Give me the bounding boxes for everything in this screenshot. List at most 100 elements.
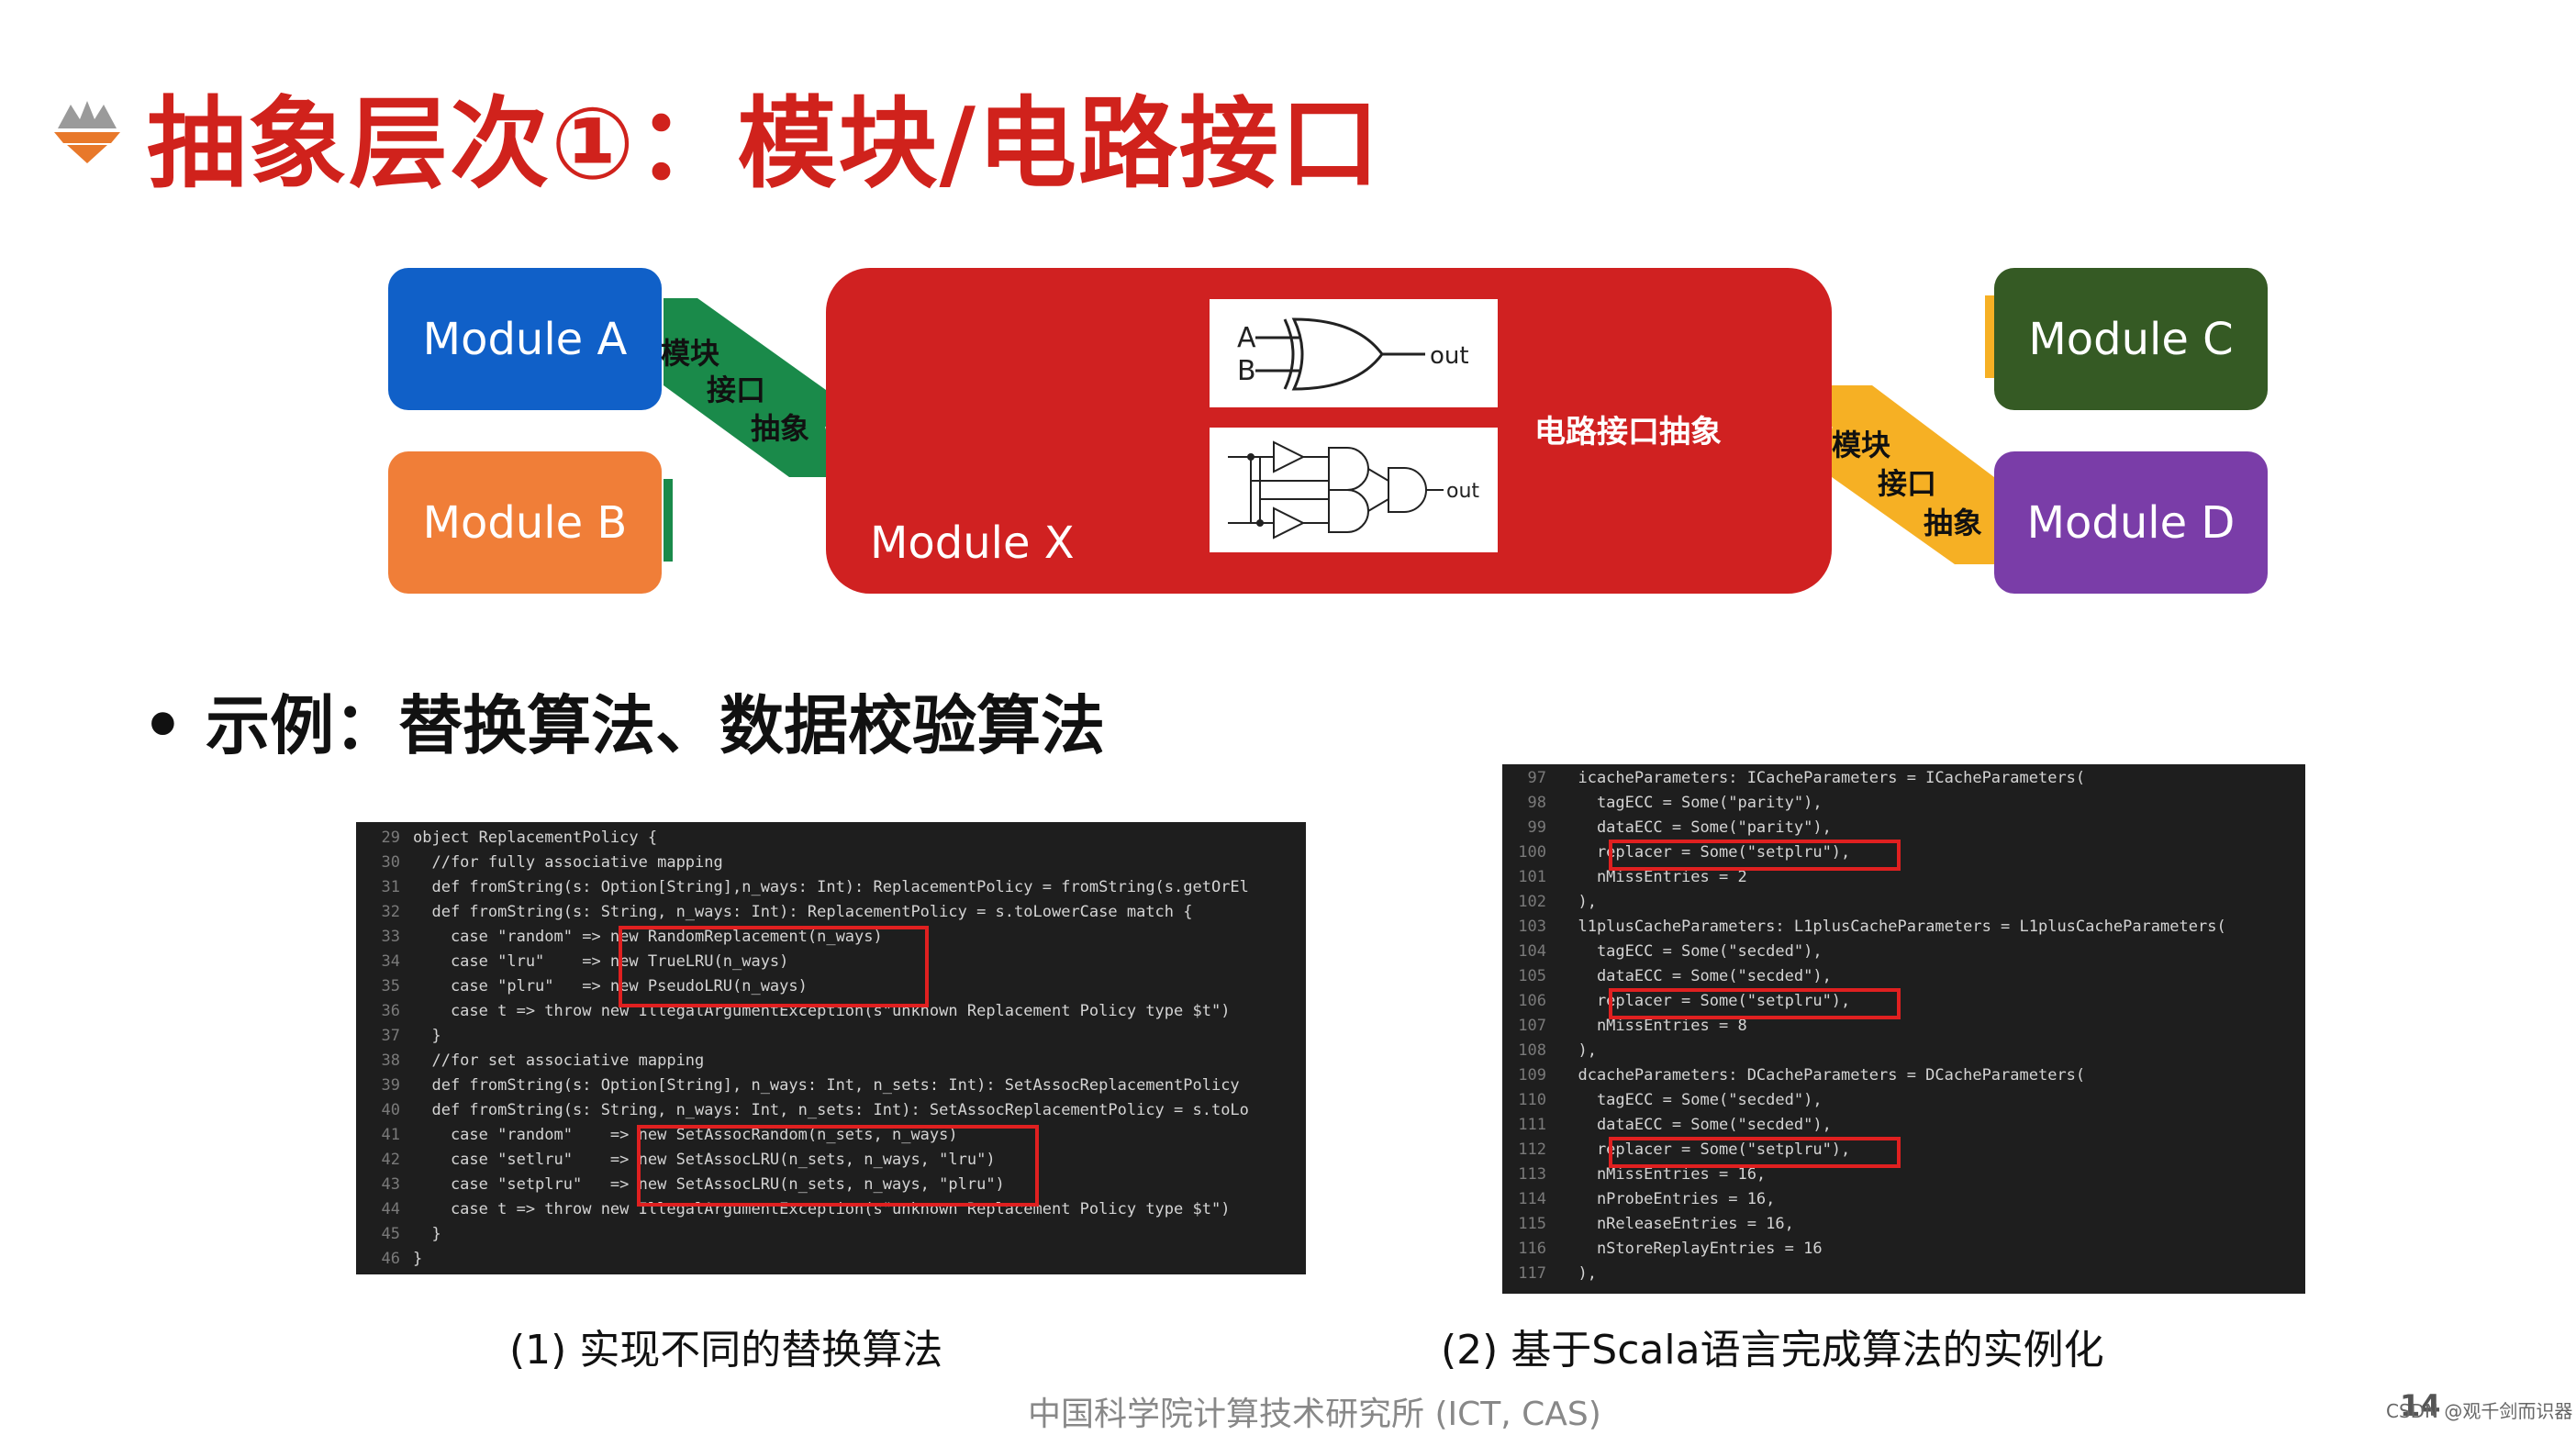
- line-number: 117: [1518, 1264, 1546, 1283]
- module-b-connector-stub: [664, 479, 673, 562]
- line-number: 111: [1518, 1116, 1546, 1134]
- code-text: //for fully associative mapping: [413, 853, 723, 872]
- watermark: CSDN @观千剑而识器: [2386, 1400, 2573, 1422]
- code-text: icacheParameters: ICacheParameters = ICa…: [1559, 769, 2086, 787]
- xor-gate-panel: A B out: [1210, 299, 1498, 407]
- line-number: 108: [1518, 1041, 1546, 1060]
- line-number: 107: [1518, 1017, 1546, 1035]
- example-bullet: • 示例：替换算法、数据校验算法: [142, 688, 1106, 763]
- code-text: ),: [1559, 893, 1597, 911]
- code-text: nMissEntries = 2: [1559, 868, 1747, 886]
- code-line: 117 ),: [1502, 1262, 2305, 1286]
- code-line: 45 }: [356, 1222, 1306, 1247]
- code-text: replacer = Some("setplru"),: [1559, 843, 1851, 862]
- line-number: 34: [381, 952, 400, 971]
- line-number: 37: [381, 1027, 400, 1045]
- logic-circuit-panel: out: [1210, 428, 1498, 552]
- line-number: 30: [381, 853, 400, 872]
- code-line: 42 case "setlru" => new SetAssocLRU(n_se…: [356, 1148, 1306, 1173]
- line-number: 45: [381, 1225, 400, 1243]
- code-line: 99 dataECC = Some("parity"),: [1502, 816, 2305, 840]
- code-line: 46}: [356, 1247, 1306, 1272]
- highlight-box-fully-assoc: [619, 926, 929, 1007]
- code-text: def fromString(s: String, n_ways: Int): …: [413, 903, 1193, 921]
- code-line: 104 tagECC = Some("secded"),: [1502, 940, 2305, 964]
- code-line: 30 //for fully associative mapping: [356, 851, 1306, 875]
- highlight-box-icache-replacer: [1609, 840, 1901, 871]
- code-line: 41 case "random" => new SetAssocRandom(n…: [356, 1123, 1306, 1148]
- code-text: case "lru" => new TrueLRU(n_ways): [413, 952, 789, 971]
- code-line: 106 replacer = Some("setplru"),: [1502, 989, 2305, 1014]
- circuit-interface-label: 电路接口抽象: [1534, 414, 1722, 451]
- code-line: 110 tagECC = Some("secded"),: [1502, 1088, 2305, 1113]
- caption-replacement-algorithms: (1) 实现不同的替换算法: [509, 1327, 943, 1374]
- line-number: 36: [381, 1002, 400, 1020]
- code-text: tagECC = Some("parity"),: [1559, 794, 1823, 812]
- page-number: 14: [2400, 1388, 2441, 1423]
- code-text: case "random" => new RandomReplacement(n…: [413, 928, 883, 946]
- highlight-box-dcache-replacer: [1609, 1137, 1901, 1168]
- code-text: def fromString(s: Option[String], n_ways…: [413, 1076, 1249, 1095]
- code-panel-cache-parameters: 97 icacheParameters: ICacheParameters = …: [1502, 764, 2305, 1294]
- xor-gate-icon: A B out: [1237, 317, 1469, 391]
- line-number: 109: [1518, 1066, 1546, 1085]
- code-text: dataECC = Some("secded"),: [1559, 1116, 1832, 1134]
- line-number: 115: [1518, 1215, 1546, 1233]
- code-line: 108 ),: [1502, 1039, 2305, 1063]
- line-number: 40: [381, 1101, 400, 1119]
- left-band-label-2: 接口: [707, 373, 766, 407]
- code-line: 32 def fromString(s: String, n_ways: Int…: [356, 900, 1306, 925]
- highlight-box-l1plus-replacer: [1609, 988, 1901, 1019]
- code-line: 43 case "setplru" => new SetAssocLRU(n_s…: [356, 1173, 1306, 1197]
- line-number: 38: [381, 1051, 400, 1070]
- code-text: l1plusCacheParameters: L1plusCacheParame…: [1559, 918, 2226, 936]
- module-c-connector-stub: [1985, 295, 1994, 378]
- line-number: 113: [1518, 1165, 1546, 1184]
- code-line: 114 nProbeEntries = 16,: [1502, 1187, 2305, 1212]
- logic-circuit-icon: out: [1228, 440, 1479, 540]
- code-text: ),: [1559, 1041, 1597, 1060]
- module-x-label: Module X: [870, 517, 1075, 569]
- code-line: 40 def fromString(s: String, n_ways: Int…: [356, 1098, 1306, 1123]
- line-number: 116: [1518, 1240, 1546, 1258]
- code-text: nMissEntries = 16,: [1559, 1165, 1767, 1184]
- line-number: 106: [1518, 992, 1546, 1010]
- caption-scala-instantiation: (2) 基于Scala语言完成算法的实例化: [1441, 1327, 2104, 1374]
- line-number: 43: [381, 1175, 400, 1194]
- module-b-block: Module B: [388, 451, 662, 594]
- code-text: case "setplru" => new SetAssocLRU(n_sets…: [413, 1175, 1005, 1194]
- code-text: tagECC = Some("secded"),: [1559, 1091, 1823, 1109]
- code-line: 116 nStoreReplayEntries = 16: [1502, 1237, 2305, 1262]
- line-number: 29: [381, 829, 400, 847]
- code-line: 112 replacer = Some("setplru"),: [1502, 1138, 2305, 1162]
- footer-institution: 中国科学院计算技术研究所 (ICT, CAS): [1028, 1396, 1601, 1433]
- code-text: dataECC = Some("secded"),: [1559, 967, 1832, 985]
- module-d-block: Module D: [1994, 451, 2268, 594]
- line-number: 102: [1518, 893, 1546, 911]
- code-line: 97 icacheParameters: ICacheParameters = …: [1502, 766, 2305, 791]
- code-text: ),: [1559, 1264, 1597, 1283]
- code-text: dataECC = Some("parity"),: [1559, 818, 1832, 837]
- line-number: 103: [1518, 918, 1546, 936]
- module-c-block: Module C: [1994, 268, 2268, 410]
- line-number: 46: [381, 1250, 400, 1268]
- code-line: 33 case "random" => new RandomReplacemen…: [356, 925, 1306, 950]
- code-text: }: [413, 1027, 441, 1045]
- left-band-label-3: 抽象: [751, 411, 810, 446]
- code-line: 35 case "plru" => new PseudoLRU(n_ways): [356, 974, 1306, 999]
- code-text: tagECC = Some("secded"),: [1559, 942, 1823, 961]
- line-number: 32: [381, 903, 400, 921]
- line-number: 110: [1518, 1091, 1546, 1109]
- code-text: }: [413, 1250, 423, 1268]
- line-number: 105: [1518, 967, 1546, 985]
- code-text: //for set associative mapping: [413, 1051, 705, 1070]
- logo-icon: [50, 92, 124, 165]
- line-number: 41: [381, 1126, 400, 1144]
- highlight-box-set-assoc: [637, 1125, 1039, 1207]
- right-band-label-1: 模块: [1832, 428, 1891, 462]
- line-number: 39: [381, 1076, 400, 1095]
- page-title: 抽象层次①：模块/电路接口: [147, 87, 1381, 202]
- code-text: nMissEntries = 8: [1559, 1017, 1747, 1035]
- line-number: 31: [381, 878, 400, 896]
